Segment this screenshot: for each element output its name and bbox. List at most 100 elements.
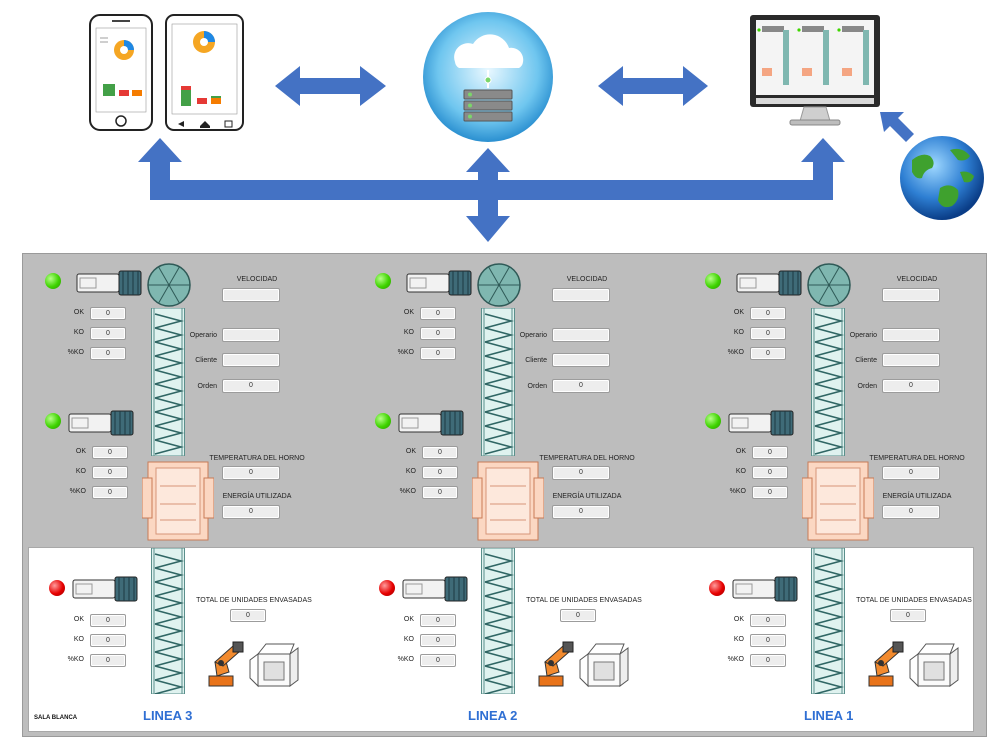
velocidad-label: VELOCIDAD <box>896 276 938 283</box>
counter-ko-cam2: 0 <box>92 466 128 479</box>
cliente-field <box>552 353 610 367</box>
total-unidades-field: 0 <box>890 609 926 622</box>
counter-ok-cam3: 0 <box>90 614 126 627</box>
label-ko-cam3: KO <box>733 636 744 643</box>
total-unidades-label: TOTAL DE UNIDADES ENVASADAS <box>196 597 312 604</box>
monitor-icon <box>750 15 880 126</box>
arrow-devices-cloud <box>275 66 386 106</box>
counter-pko-cam2: 0 <box>752 486 788 499</box>
label-ok-cam1: OK <box>733 309 744 316</box>
label-ko-cam3: KO <box>73 636 84 643</box>
conveyor-lower <box>151 547 185 695</box>
oven-icon <box>801 458 875 544</box>
temperatura-label: TEMPERATURA DEL HORNO <box>539 455 635 462</box>
package-box-icon <box>248 638 302 692</box>
counter-ko-cam2: 0 <box>752 466 788 479</box>
linea-label: LINEA 3 <box>143 708 193 723</box>
label-ok-cam1: OK <box>403 309 414 316</box>
conveyor-upper <box>151 307 185 457</box>
linea-label: LINEA 2 <box>468 708 518 723</box>
camera-3-icon <box>732 576 798 602</box>
cliente-label: Cliente <box>855 357 877 364</box>
status-led-camera-2 <box>705 413 721 429</box>
counter-pko-cam2: 0 <box>422 486 458 499</box>
label-ko-cam2: KO <box>75 468 86 475</box>
label-ok-cam3: OK <box>733 616 744 623</box>
energia-label: ENERGÍA UTILIZADA <box>882 493 952 500</box>
status-led-camera-1 <box>45 273 61 289</box>
energia-field: 0 <box>882 505 940 519</box>
counter-ok-cam3: 0 <box>420 614 456 627</box>
fan-icon <box>146 262 192 308</box>
counter-ko-cam1: 0 <box>90 327 126 340</box>
velocidad-field <box>552 288 610 302</box>
conveyor-lower <box>811 547 845 695</box>
label-ok-cam3: OK <box>403 616 414 623</box>
counter-ok-cam2: 0 <box>752 446 788 459</box>
label-ok-cam2: OK <box>405 448 416 455</box>
energia-field: 0 <box>552 505 610 519</box>
fan-icon <box>806 262 852 308</box>
cloud-server-icon <box>423 12 553 142</box>
velocidad-label: VELOCIDAD <box>566 276 608 283</box>
cliente-field <box>222 353 280 367</box>
temperatura-field: 0 <box>222 466 280 480</box>
label-pko-cam3: %KO <box>67 656 84 663</box>
label-ko-cam1: KO <box>73 329 84 336</box>
camera-1-icon <box>406 270 472 296</box>
orden-field: 0 <box>882 379 940 393</box>
robot-arm-icon <box>863 636 907 688</box>
sala-blanca-label: SALA BLANCA <box>34 715 78 721</box>
energia-label: ENERGÍA UTILIZADA <box>222 493 292 500</box>
arrow-globe-monitor <box>880 112 914 142</box>
orden-label: Orden <box>197 383 217 390</box>
counter-ok-cam3: 0 <box>750 614 786 627</box>
counter-ko-cam2: 0 <box>422 466 458 479</box>
robot-arm-icon <box>203 636 247 688</box>
velocidad-label: VELOCIDAD <box>236 276 278 283</box>
robot-arm-icon <box>533 636 577 688</box>
counter-ok-cam2: 0 <box>92 446 128 459</box>
label-ko-cam2: KO <box>405 468 416 475</box>
camera-1-icon <box>76 270 142 296</box>
counter-pko-cam3: 0 <box>420 654 456 667</box>
camera-2-icon <box>398 410 464 436</box>
status-led-camera-3 <box>49 580 65 596</box>
temperatura-label: TEMPERATURA DEL HORNO <box>209 455 305 462</box>
label-pko-cam3: %KO <box>397 656 414 663</box>
status-led-camera-2 <box>375 413 391 429</box>
label-ko-cam2: KO <box>735 468 746 475</box>
label-pko-cam1: %KO <box>397 349 414 356</box>
label-pko-cam2: %KO <box>399 488 416 495</box>
cliente-field <box>882 353 940 367</box>
oven-icon <box>141 458 215 544</box>
camera-1-icon <box>736 270 802 296</box>
operario-label: Operario <box>849 332 877 339</box>
counter-ok-cam1: 0 <box>750 307 786 320</box>
label-ok-cam2: OK <box>735 448 746 455</box>
velocidad-field <box>222 288 280 302</box>
operario-field <box>552 328 610 342</box>
counter-pko-cam2: 0 <box>92 486 128 499</box>
total-unidades-label: TOTAL DE UNIDADES ENVASADAS <box>526 597 642 604</box>
energia-label: ENERGÍA UTILIZADA <box>552 493 622 500</box>
total-unidades-field: 0 <box>560 609 596 622</box>
label-ko-cam3: KO <box>403 636 414 643</box>
package-box-icon <box>578 638 632 692</box>
counter-ko-cam1: 0 <box>750 327 786 340</box>
label-pko-cam1: %KO <box>727 349 744 356</box>
label-pko-cam2: %KO <box>729 488 746 495</box>
counter-pko-cam1: 0 <box>420 347 456 360</box>
counter-ok-cam2: 0 <box>422 446 458 459</box>
package-box-icon <box>908 638 962 692</box>
counter-pko-cam3: 0 <box>90 654 126 667</box>
cliente-label: Cliente <box>195 357 217 364</box>
camera-2-icon <box>68 410 134 436</box>
orden-field: 0 <box>222 379 280 393</box>
status-led-camera-1 <box>705 273 721 289</box>
counter-ok-cam1: 0 <box>420 307 456 320</box>
tablet-icon <box>165 14 244 131</box>
camera-3-icon <box>72 576 138 602</box>
total-unidades-field: 0 <box>230 609 266 622</box>
temperatura-field: 0 <box>552 466 610 480</box>
